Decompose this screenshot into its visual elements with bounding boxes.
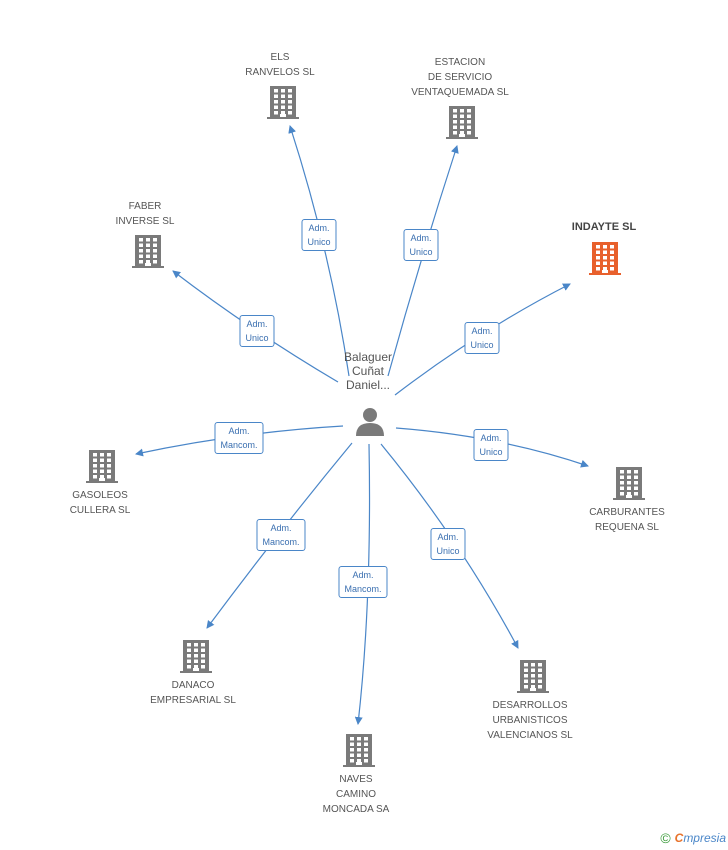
building-icon[interactable] <box>343 734 375 767</box>
building-icon[interactable] <box>267 86 299 119</box>
company-label-danaco[interactable]: DANACO EMPRESARIAL SL <box>150 678 236 708</box>
company-label-line: URBANISTICOS <box>492 715 568 726</box>
company-label-els-ranvelos[interactable]: ELS RANVELOS SL <box>245 50 314 80</box>
company-label-line: DESARROLLOS <box>492 700 568 711</box>
role-badge-line: Adm. <box>270 523 292 533</box>
company-label-line: NAVES <box>339 774 373 785</box>
role-badge-line: Adm. <box>437 532 459 542</box>
role-badge-line: Adm. <box>308 223 330 233</box>
company-label-line: INVERSE SL <box>115 216 175 227</box>
role-badge-carburantes[interactable]: Adm. Unico <box>473 429 509 461</box>
company-label-desarrollos[interactable]: DESARROLLOS URBANISTICOS VALENCIANOS SL <box>487 698 572 743</box>
role-badge-els-ranvelos[interactable]: Adm. Unico <box>301 219 337 251</box>
role-badge-estacion[interactable]: Adm. Unico <box>403 229 439 261</box>
role-badge-faber[interactable]: Adm. Unico <box>239 315 275 347</box>
copyright-footer: © Cmpresia <box>660 830 726 846</box>
company-label-line: ELS <box>270 52 290 63</box>
company-label-carburantes[interactable]: CARBURANTES REQUENA SL <box>589 505 665 535</box>
building-icon[interactable] <box>86 450 118 483</box>
role-badge-line: Unico <box>470 340 494 350</box>
role-badge-line: Mancom. <box>262 537 300 547</box>
role-badge-line: Unico <box>409 247 433 257</box>
role-badge-gasoleos[interactable]: Adm. Mancom. <box>214 422 264 454</box>
company-label-line: GASOLEOS <box>72 490 128 501</box>
role-badge-line: Adm. <box>410 233 432 243</box>
company-label-naves[interactable]: NAVES CAMINO MONCADA SA <box>323 772 390 817</box>
role-badge-indayte[interactable]: Adm. Unico <box>464 322 500 354</box>
role-badge-line: Adm. <box>228 426 250 436</box>
building-icon[interactable] <box>613 467 645 500</box>
company-label-line: INDAYTE SL <box>571 221 637 233</box>
role-badge-line: Unico <box>436 546 460 556</box>
role-badge-line: Mancom. <box>220 440 258 450</box>
role-badge-line: Unico <box>245 333 269 343</box>
company-label-line: REQUENA SL <box>595 522 659 533</box>
company-label-line: CULLERA SL <box>69 505 131 516</box>
role-badge-danaco[interactable]: Adm. Mancom. <box>256 519 306 551</box>
company-label-line: ESTACION <box>434 57 486 68</box>
company-label-indayte[interactable]: INDAYTE SL <box>572 220 636 235</box>
building-icon[interactable] <box>446 106 478 139</box>
person-name-line: Cuñat <box>351 364 385 378</box>
copyright-icon: © <box>660 830 671 846</box>
building-icon[interactable] <box>180 640 212 673</box>
role-badge-line: Unico <box>307 237 331 247</box>
edge-els-ranvelos <box>288 125 350 377</box>
company-label-gasoleos[interactable]: GASOLEOS CULLERA SL <box>70 488 131 518</box>
company-label-line: VALENCIANOS SL <box>487 730 573 741</box>
company-label-line: DE SERVICIO <box>427 72 493 83</box>
role-badge-line: Unico <box>479 447 503 457</box>
company-label-line: EMPRESARIAL SL <box>150 695 236 706</box>
company-label-line: VENTAQUEMADA SL <box>411 87 509 98</box>
role-badge-line: Adm. <box>480 433 502 443</box>
company-label-faber[interactable]: FABER INVERSE SL <box>116 199 175 229</box>
company-label-line: RANVELOS SL <box>245 67 315 78</box>
role-badge-line: Mancom. <box>344 584 382 594</box>
company-label-line: CAMINO <box>336 789 376 800</box>
company-label-line: FABER <box>128 201 162 212</box>
company-label-line: MONCADA SA <box>322 804 390 815</box>
company-label-estacion[interactable]: ESTACION DE SERVICIO VENTAQUEMADA SL <box>411 55 509 100</box>
person-name-line: Balaguer <box>343 350 393 364</box>
person-name-line: Daniel... <box>345 378 391 392</box>
role-badge-line: Adm. <box>471 326 493 336</box>
edge-estacion <box>387 145 459 377</box>
role-badge-naves[interactable]: Adm. Mancom. <box>338 566 388 598</box>
role-badge-line: Adm. <box>246 319 268 329</box>
empresia-logo: Cmpresia <box>674 831 726 845</box>
role-badge-line: Adm. <box>352 570 374 580</box>
building-icon[interactable] <box>589 242 621 275</box>
company-label-line: DANACO <box>171 680 215 691</box>
building-icon[interactable] <box>132 235 164 268</box>
building-icon[interactable] <box>517 660 549 693</box>
company-label-line: CARBURANTES <box>589 507 665 518</box>
role-badge-desarrollos[interactable]: Adm. Unico <box>430 528 466 560</box>
person-icon[interactable] <box>356 408 384 436</box>
